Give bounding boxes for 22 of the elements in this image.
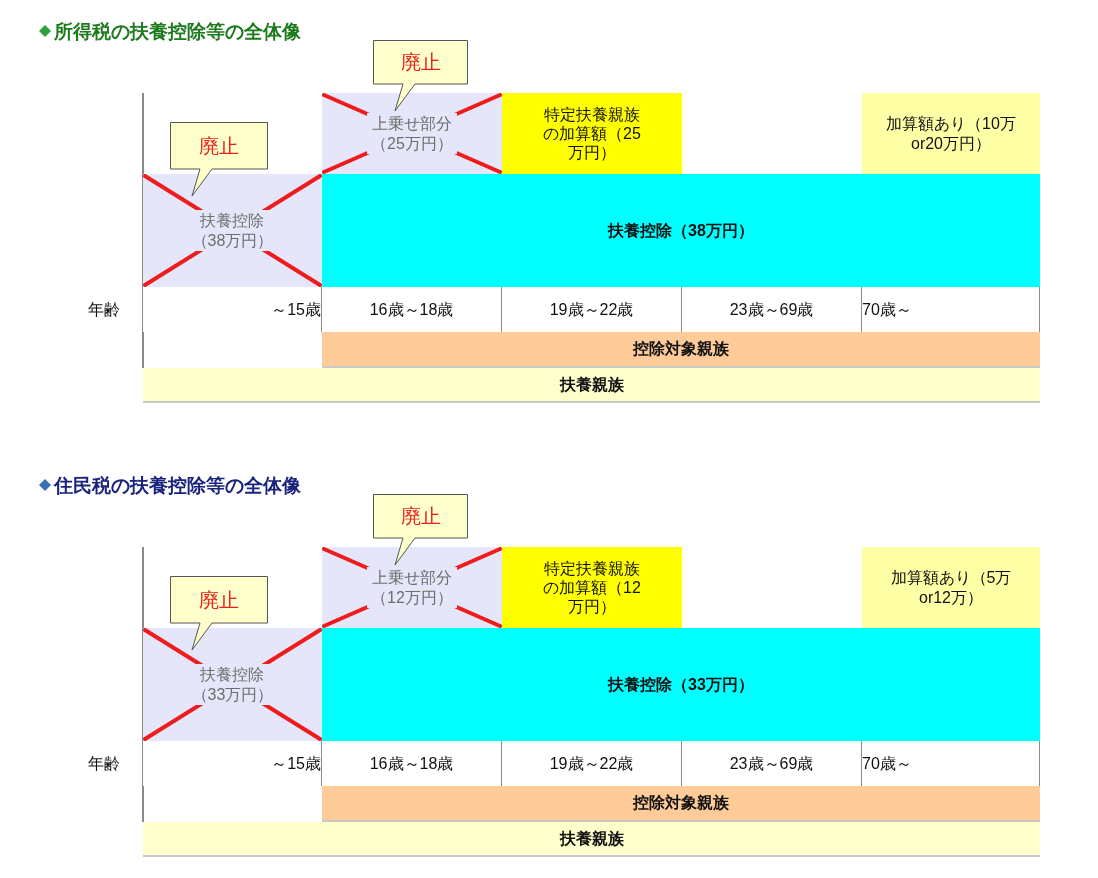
speech-bubble: 廃止 bbox=[170, 122, 268, 197]
dependent-band: 扶養親族 bbox=[143, 822, 1040, 857]
addition-box: 加算額あり（10万or20万円） bbox=[862, 93, 1040, 174]
addition-box: 特定扶養親族の加算額（12万円） bbox=[502, 547, 682, 628]
row-label: 年齢 bbox=[88, 300, 120, 320]
age-cell: 70歳～ bbox=[862, 741, 1040, 786]
dependent-band: 扶養親族 bbox=[143, 368, 1040, 403]
addition-box: 加算額あり（5万or12万） bbox=[862, 547, 1040, 628]
age-cell: ～15歳 bbox=[143, 741, 322, 786]
speech-bubble: 廃止 bbox=[373, 494, 468, 566]
deduction-band: 扶養控除（38万円） bbox=[322, 174, 1040, 287]
row-label: 年齢 bbox=[88, 754, 120, 774]
section-heading: 所得税の扶養控除等の全体像 bbox=[54, 20, 301, 44]
speech-bubble: 廃止 bbox=[373, 40, 468, 112]
addition-box: 特定扶養親族の加算額（25万円） bbox=[502, 93, 682, 174]
deduction-band: 扶養控除（33万円） bbox=[322, 628, 1040, 741]
age-cell: ～15歳 bbox=[143, 287, 322, 332]
dependent-band: 控除対象親族 bbox=[322, 786, 1040, 822]
speech-bubble: 廃止 bbox=[170, 576, 268, 651]
dependent-band: 控除対象親族 bbox=[322, 332, 1040, 368]
section-heading: 住民税の扶養控除等の全体像 bbox=[54, 474, 301, 498]
age-cell: 70歳～ bbox=[862, 287, 1040, 332]
